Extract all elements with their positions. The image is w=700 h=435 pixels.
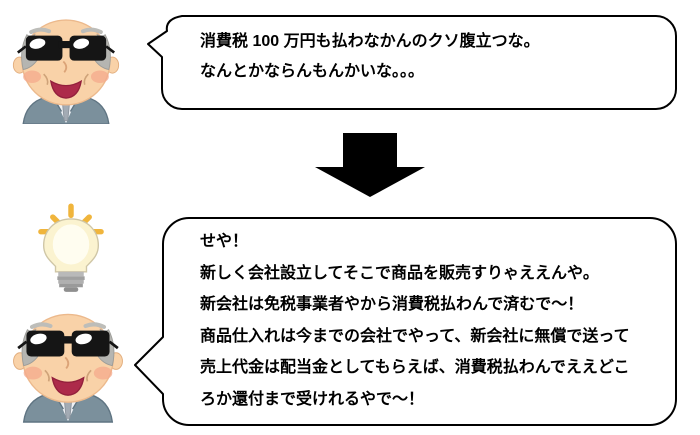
old-man-icon xyxy=(13,313,123,423)
speech-bubble-1-text: 消費税 100 万円も払わなかんのクソ腹立つな。 なんとかならんもんかいな。。。 xyxy=(200,27,660,87)
lens-shine-right xyxy=(73,38,90,49)
mouth xyxy=(51,376,85,396)
sunglasses-bridge xyxy=(60,336,76,344)
bubble-line: 商品仕入れは今までの会社でやって、新会社に無償で送って xyxy=(200,327,630,345)
bulb-base-3 xyxy=(58,279,84,284)
smile-lines xyxy=(44,369,92,382)
speech-bubble-2-text: せや！ 新しく会社設立してそこで商品を販売すりゃええんや。 新会社は免税事業者や… xyxy=(200,226,665,415)
bubble-line: 新会社は免税事業者やから消費税払わんで済むで～！ xyxy=(200,296,584,313)
sunglasses-left-lens xyxy=(25,35,63,61)
sunglasses-bridge xyxy=(58,41,74,49)
old-man-character xyxy=(8,8,124,125)
nose xyxy=(62,60,68,73)
bubble-line: 新しく会社設立してそこで商品を販売すりゃええんや。 xyxy=(200,264,599,282)
nose xyxy=(64,356,70,370)
lens-shine-left xyxy=(29,38,46,49)
sunglasses-left-lens xyxy=(26,330,65,357)
bubble-line: 消費税 100 万円も払わなかんのクソ腹立つな。 xyxy=(200,33,540,50)
bubble-line: せや！ xyxy=(200,233,249,250)
smile-lines xyxy=(43,73,89,85)
sunglasses-right-lens xyxy=(69,35,107,61)
lightbulb-glow xyxy=(52,224,90,265)
lens-shine-right xyxy=(75,333,92,345)
eyebrows xyxy=(29,27,103,35)
right-cheek xyxy=(90,70,109,83)
left-cheek xyxy=(23,366,43,380)
left-cheek xyxy=(23,70,42,83)
eyebrows xyxy=(29,322,107,329)
bulb-tip xyxy=(63,287,79,292)
sunglasses-arms xyxy=(17,340,119,350)
mouth xyxy=(49,79,83,99)
lightbulb-icon xyxy=(38,203,104,292)
speech-bubble-2-outline xyxy=(134,217,677,426)
sunglasses-arms xyxy=(16,45,116,54)
right-cheek xyxy=(93,366,113,380)
bulb-base-1 xyxy=(58,271,84,277)
old-man-character-idea xyxy=(8,296,128,428)
bulb-base-4 xyxy=(59,283,83,288)
lens-shine-left xyxy=(30,333,47,345)
bubble-line: 売上代金は配当金としてもらえば、消費税払わんでええどこ xyxy=(200,359,630,376)
bulb-base-2 xyxy=(57,276,85,280)
lightbulb-rays xyxy=(38,203,104,235)
speech-bubble-1-outline xyxy=(147,15,677,110)
bubble-line: ろか還付まで受けれるやで～！ xyxy=(200,390,425,408)
bubble-line: なんとかならんもんかいな。。。 xyxy=(200,63,425,80)
down-arrow-icon xyxy=(315,133,425,197)
sunglasses-right-lens xyxy=(71,330,110,357)
old-man-icon xyxy=(12,19,120,125)
